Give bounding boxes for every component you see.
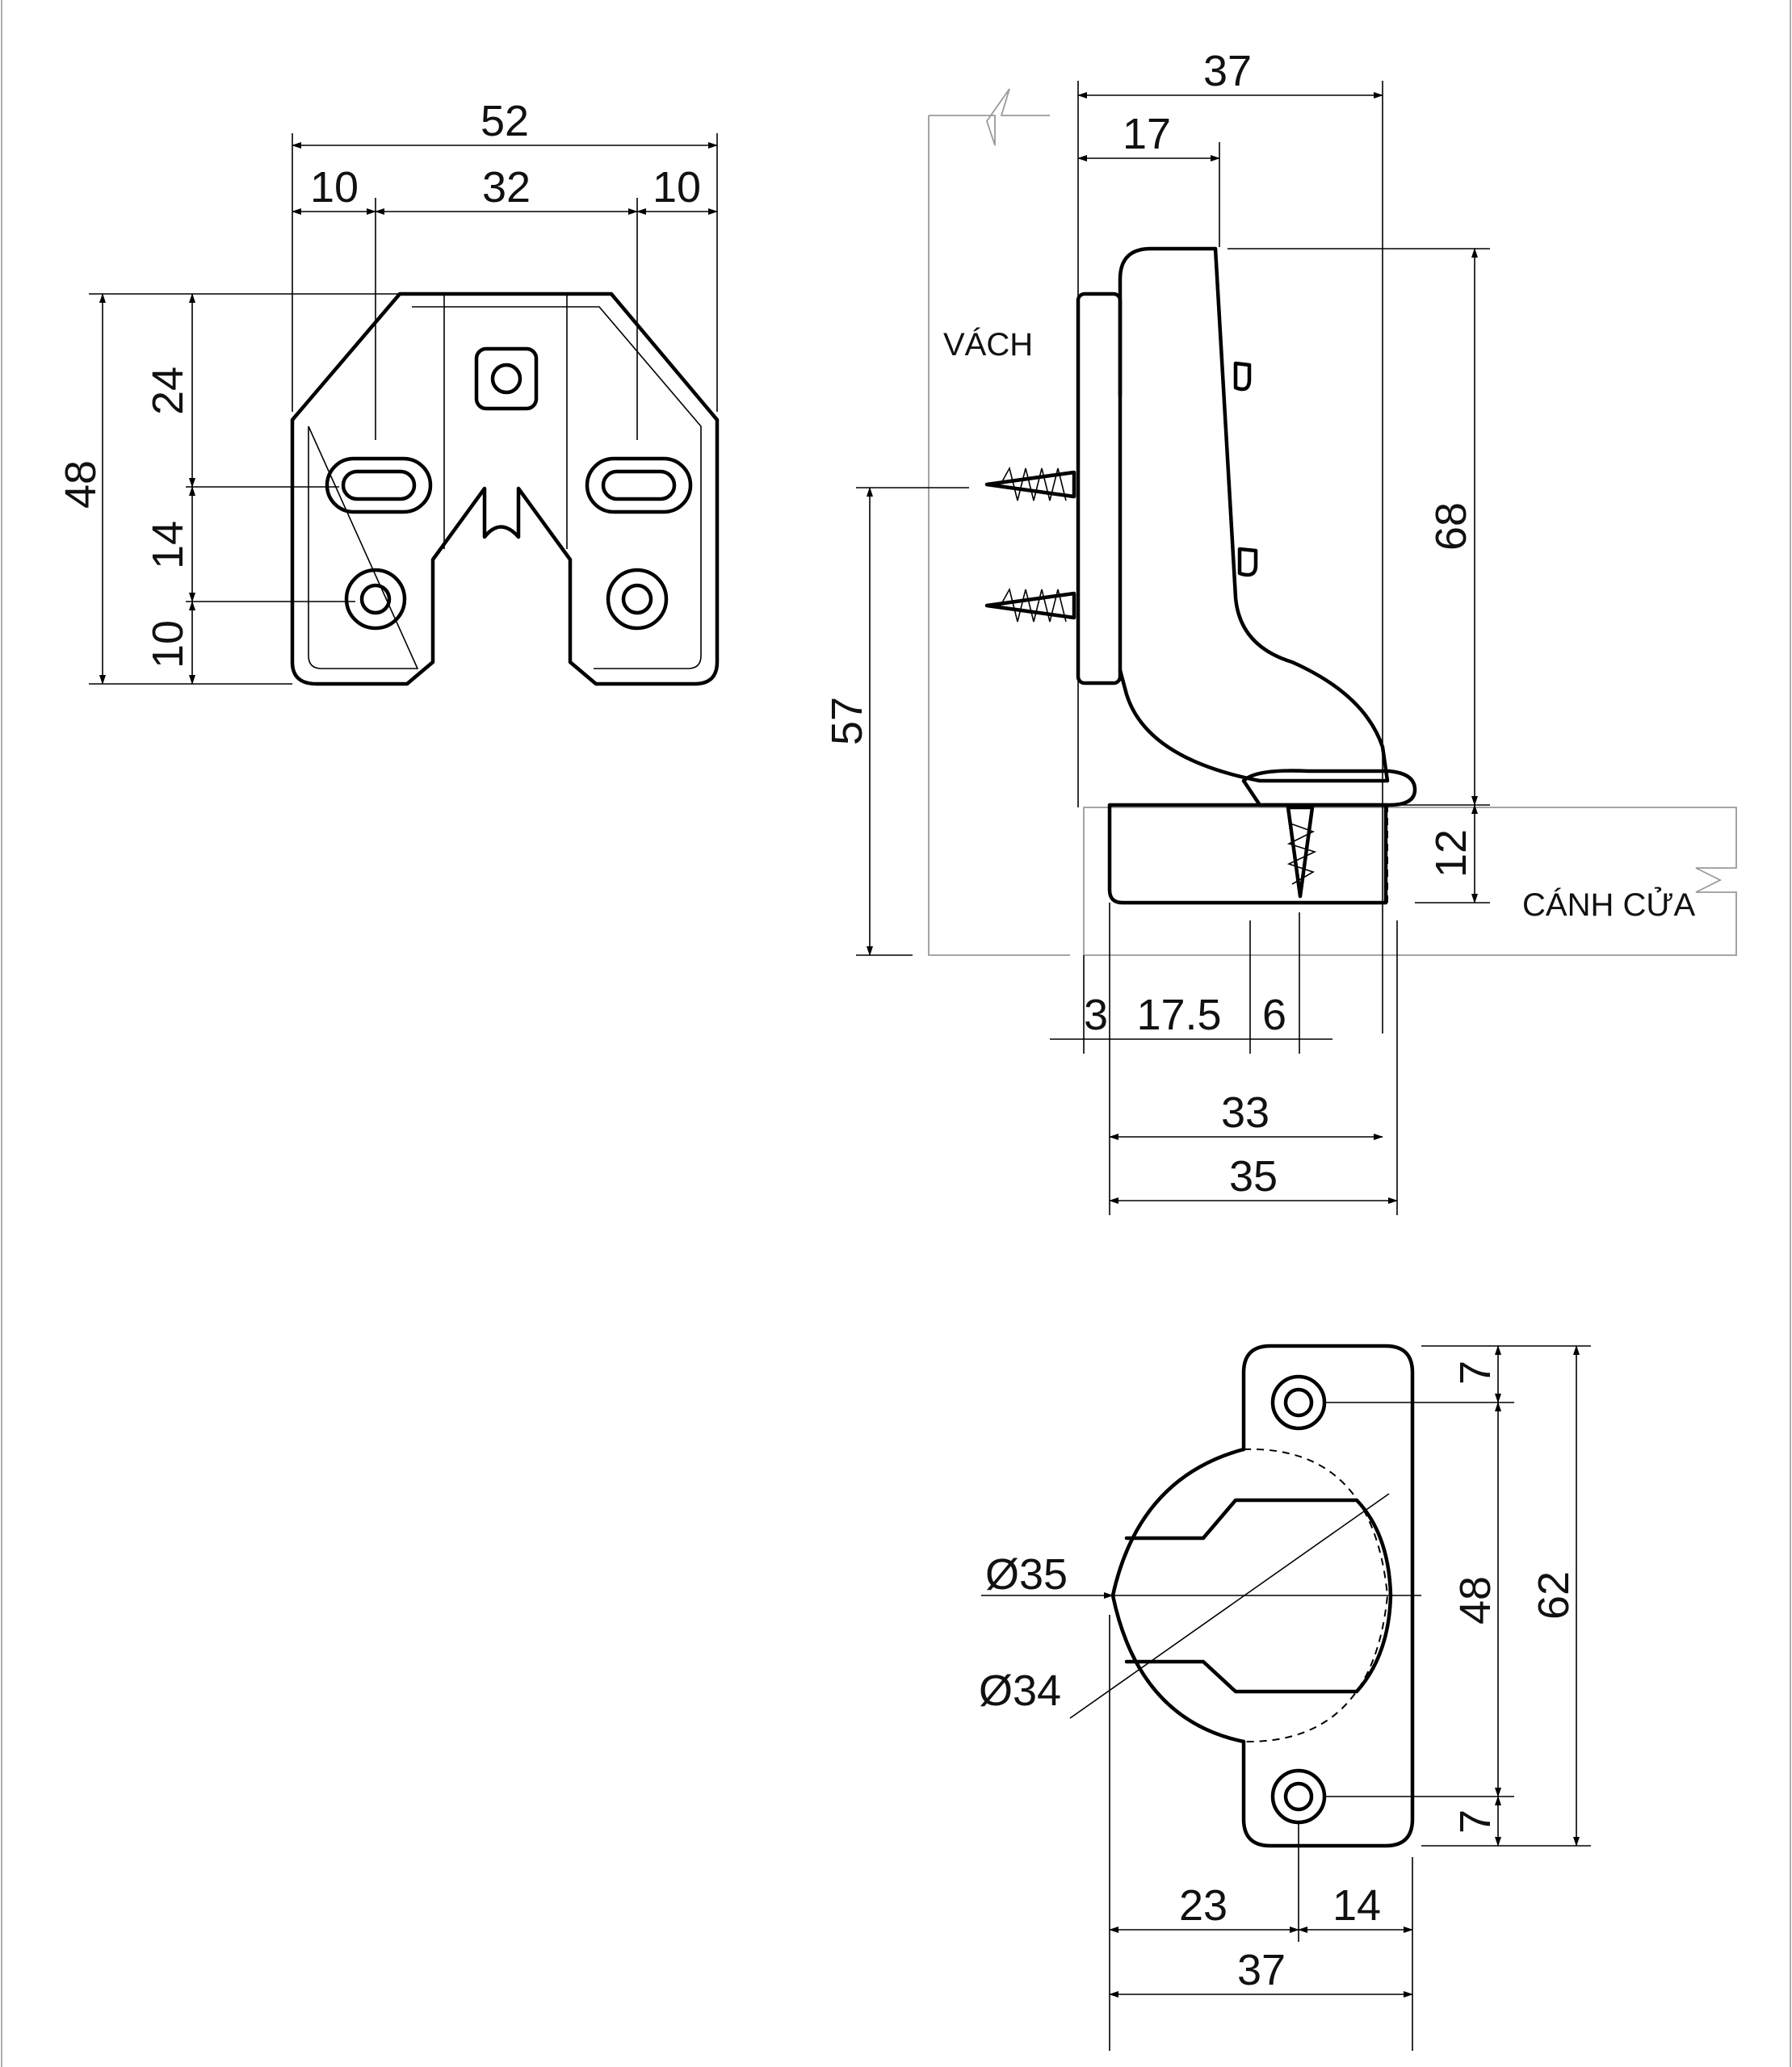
cup-hidden-circle (1243, 1448, 1389, 1743)
plate-center-hole (490, 363, 522, 395)
cup-plan-view: Ø35 Ø34 7 48 62 7 23 14 37 (979, 1344, 1591, 2051)
mounting-plate-outline (290, 291, 720, 686)
wall-panel-outline (928, 88, 1070, 956)
dim-arm-depth: 37 (1203, 47, 1252, 95)
dim-arm-offset: 17 (1123, 110, 1171, 158)
slot-right-inner (601, 469, 677, 501)
side-view: VÁCH CÁNH CỬA 37 17 68 12 57 3 17.5 6 33… (823, 47, 1737, 1215)
cup-top-hole-outer (1270, 1374, 1327, 1431)
arm-clip-top (1233, 361, 1252, 392)
dim-overall-height: 62 (1530, 1571, 1578, 1620)
mounting-plate-inner-outline (308, 306, 702, 669)
plate-center-square (474, 346, 539, 411)
dim-edge-right: 10 (653, 163, 701, 212)
cup-top-hole-inner (1283, 1387, 1314, 1418)
dim-hole-edge-bottom: 7 (1451, 1809, 1500, 1834)
screw-top (984, 470, 1076, 499)
dim-hole-to-bottom: 10 (144, 620, 192, 669)
wall-label: VÁCH (943, 326, 1033, 363)
screw-top-thread (1001, 466, 1067, 501)
dim-hole-spacing: 32 (482, 163, 531, 212)
cup-leader-line (1069, 1493, 1390, 1719)
door-panel-outline (1083, 807, 1737, 956)
screw-bottom (984, 591, 1076, 620)
hole-left-outer (344, 568, 407, 631)
slot-left-inner (341, 469, 417, 501)
door-label: CÁNH CỬA (1522, 886, 1696, 923)
hole-right-outer (606, 568, 669, 631)
dim-right-width: 14 (1332, 1881, 1381, 1930)
screw-bottom-thread (1001, 587, 1067, 623)
dim-cup-outer-width: 35 (1229, 1152, 1278, 1201)
hinge-cup (1107, 803, 1388, 905)
dim-cup-width: 33 (1221, 1088, 1270, 1137)
dim-inner-diameter: Ø34 (979, 1667, 1061, 1715)
cup-bottom-hole-inner (1283, 1781, 1314, 1812)
cup-bottom-hole-outer (1270, 1768, 1327, 1825)
hinge-arm (1118, 246, 1390, 783)
dim-edge-left: 10 (310, 163, 359, 212)
dim-overall-height: 48 (57, 460, 105, 509)
dim-left-width: 23 (1179, 1881, 1228, 1930)
dim-screw-offset: 6 (1262, 991, 1286, 1039)
slot-left-outer (325, 456, 433, 514)
screw-cup-thread (1286, 823, 1317, 885)
dim-hole-edge-top: 7 (1451, 1361, 1500, 1385)
hole-right-inner (621, 583, 653, 615)
cup-flange (1241, 769, 1417, 807)
hole-left-inner (359, 583, 392, 615)
dim-cup-center: 17.5 (1136, 991, 1221, 1039)
slot-right-outer (585, 456, 693, 514)
dim-slot-to-hole: 14 (144, 521, 192, 569)
dim-cup-depth: 12 (1427, 829, 1475, 878)
dim-hole-spacing: 48 (1451, 1576, 1500, 1625)
base-plate (1076, 291, 1123, 686)
dim-top-to-slot: 24 (144, 367, 192, 415)
arm-clip-bottom (1237, 547, 1258, 577)
dim-edge-gap: 3 (1084, 991, 1108, 1039)
dim-arm-height: 68 (1427, 502, 1475, 551)
dim-overall-width: 52 (481, 97, 529, 145)
dim-plate-height: 57 (823, 697, 871, 745)
mounting-plate-view: 52 10 32 10 48 24 14 10 (57, 97, 720, 686)
dim-cup-diameter: Ø35 (985, 1550, 1068, 1599)
dim-overall-width: 37 (1237, 1946, 1286, 1994)
screw-cup (1286, 805, 1315, 899)
